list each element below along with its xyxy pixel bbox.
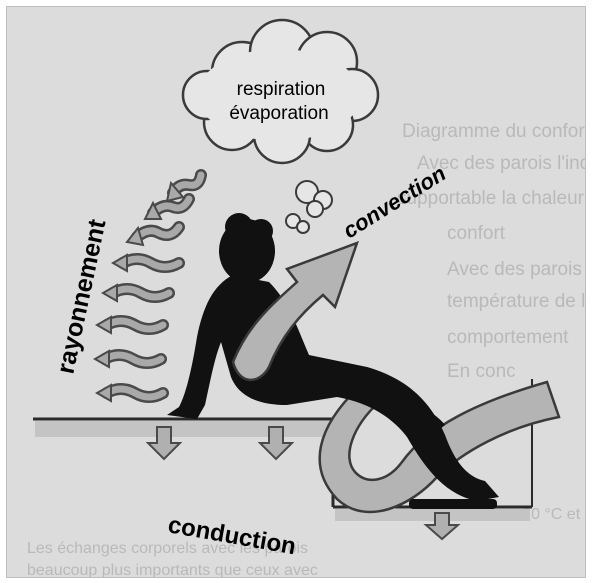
- bg-line-4: confort: [447, 223, 506, 244]
- wavy-arrow-icon: [127, 227, 179, 245]
- wavy-arrow-icon: [97, 385, 163, 401]
- wavy-arrow-icon: [103, 285, 169, 301]
- radiation-arrows: [95, 175, 201, 401]
- wavy-arrow-icon: [113, 255, 179, 271]
- bg-line-7: comportement: [447, 327, 569, 348]
- bg-line-8: En conc: [447, 361, 516, 382]
- bg-line-5: Avec des parois plus: [447, 259, 585, 280]
- respiration-label: respiration: [237, 79, 326, 100]
- rayonnement-label: rayonnement: [51, 216, 111, 376]
- wavy-arrow-icon: [167, 175, 201, 201]
- wavy-arrow-icon: [95, 351, 161, 367]
- cloud-icon: [183, 20, 378, 233]
- bg-line-1: Diagramme du confort thermique: [402, 121, 585, 142]
- wavy-arrow-icon: [97, 317, 163, 333]
- bg-line-11: beaucoup plus importants que ceux avec: [27, 562, 318, 577]
- thermal-exchange-diagram: Diagramme du confort thermique Avec des …: [7, 7, 585, 577]
- bg-line-6: température de l'air: [447, 291, 585, 312]
- evaporation-label: évaporation: [229, 103, 328, 124]
- diagram-frame: Diagramme du confort thermique Avec des …: [6, 6, 586, 578]
